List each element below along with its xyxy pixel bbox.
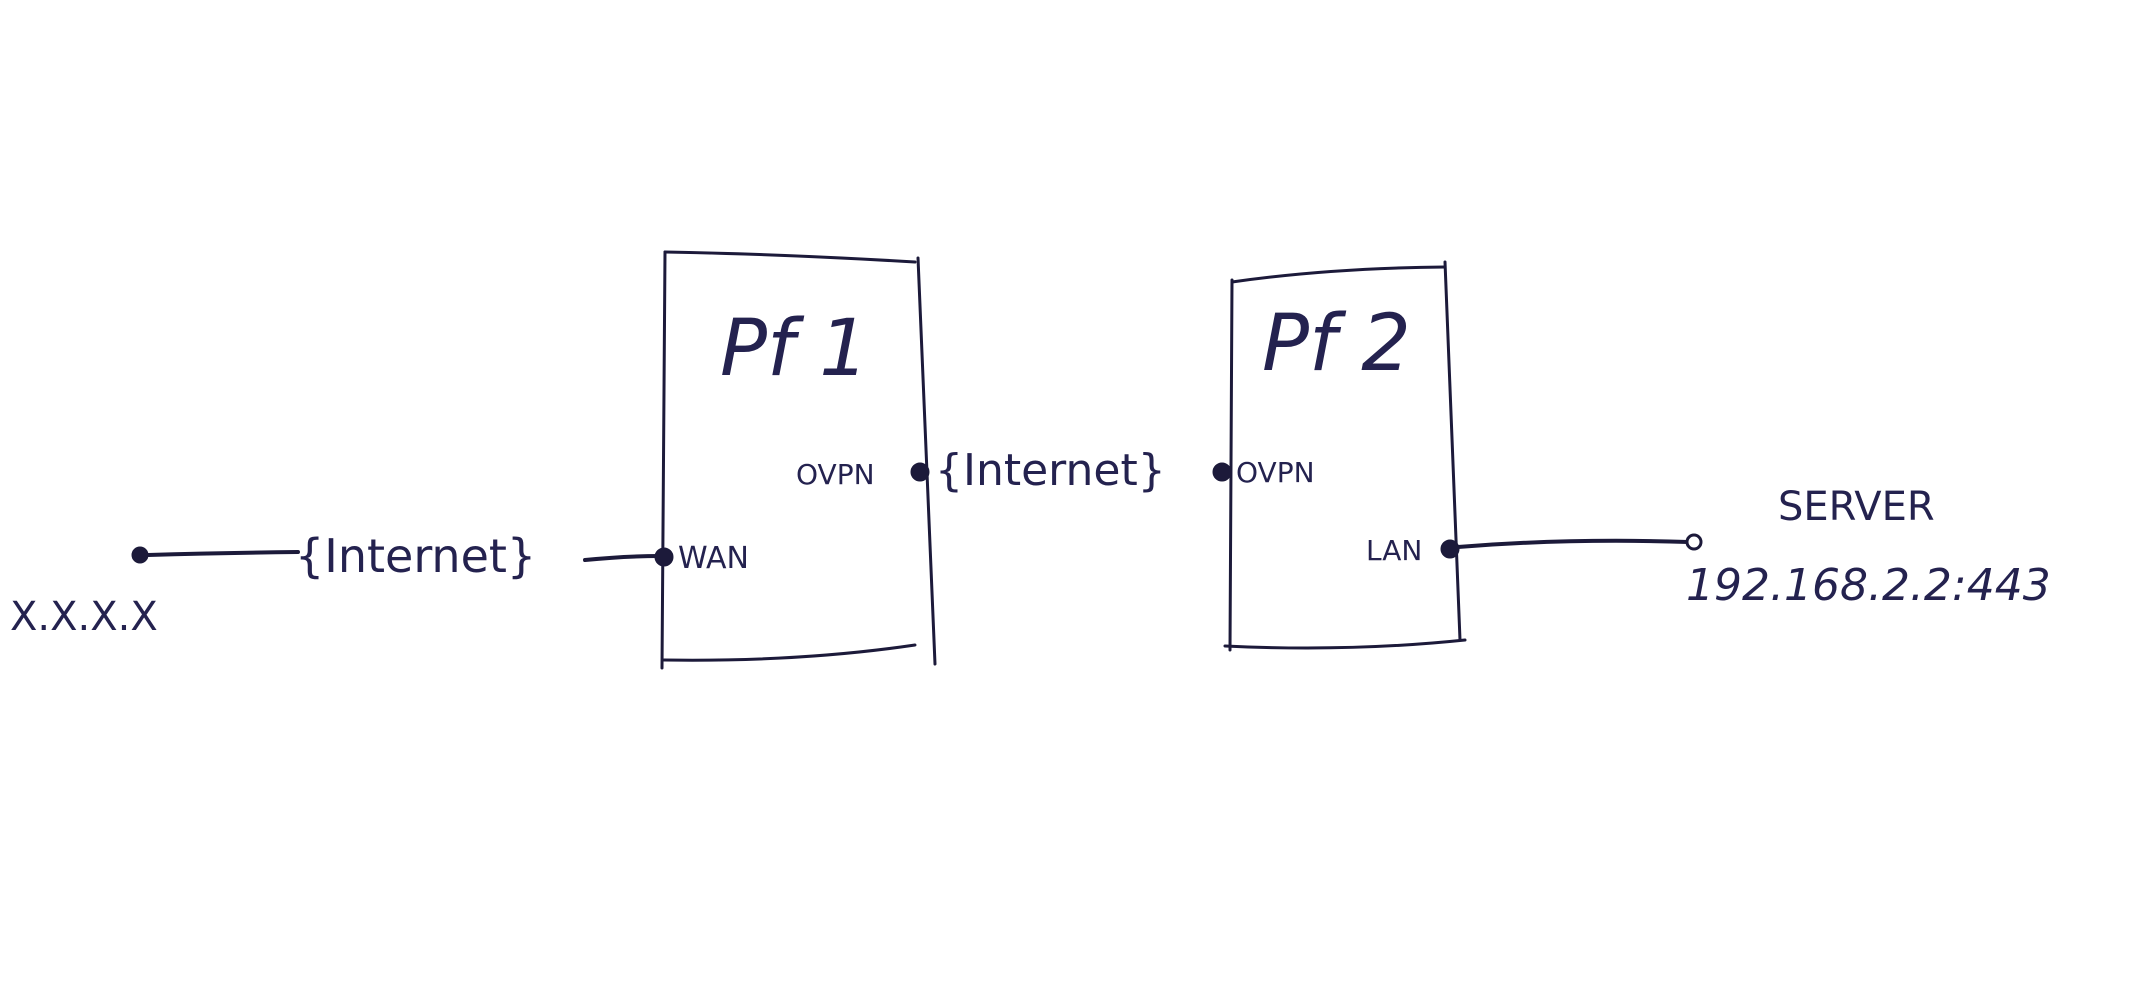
pf1-wan-port [654,547,674,567]
pf1-box-bottom [662,643,917,662]
link-internet-wan [583,554,662,562]
pf1-box-left [660,250,667,670]
internet-cloud-2-label: {Internet} [935,445,1166,496]
pf2-firewall-box: Pf 2 OVPN LAN [1212,260,1467,652]
pf2-box-bottom [1223,638,1467,650]
client-endpoint-dot [131,546,149,564]
link-client-internet [146,550,300,557]
internet-cloud-1-label: {Internet} [295,529,536,583]
pf1-box-top [663,250,917,264]
pf2-lan-port [1440,539,1460,559]
server-node: SERVER 192.168.2.2:443 [1685,484,2051,611]
link-lan-server [1456,538,1690,549]
pf2-box-right [1443,260,1462,642]
pf1-ovpn-port [910,462,930,482]
pf2-box-left [1228,278,1234,652]
server-label: SERVER [1778,484,1935,530]
pf2-lan-label: LAN [1366,534,1422,567]
pf2-ovpn-port [1212,462,1232,482]
pf2-label: Pf 2 [1262,299,1411,389]
pf1-box-right [916,256,937,666]
pf1-firewall-box: Pf 1 WAN OVPN [654,250,937,670]
pf1-ovpn-label: OVPN [796,458,875,491]
server-endpoint-dot [1685,533,1703,551]
pf1-label: Pf 1 [720,304,869,394]
client-label: X.X.X.X [10,594,158,640]
pf1-wan-label: WAN [678,541,749,576]
server-address-label: 192.168.2.2:443 [1686,560,2051,611]
pf2-box-top [1230,265,1447,284]
client-node: X.X.X.X [10,546,158,640]
pf2-ovpn-label: OVPN [1236,456,1315,489]
